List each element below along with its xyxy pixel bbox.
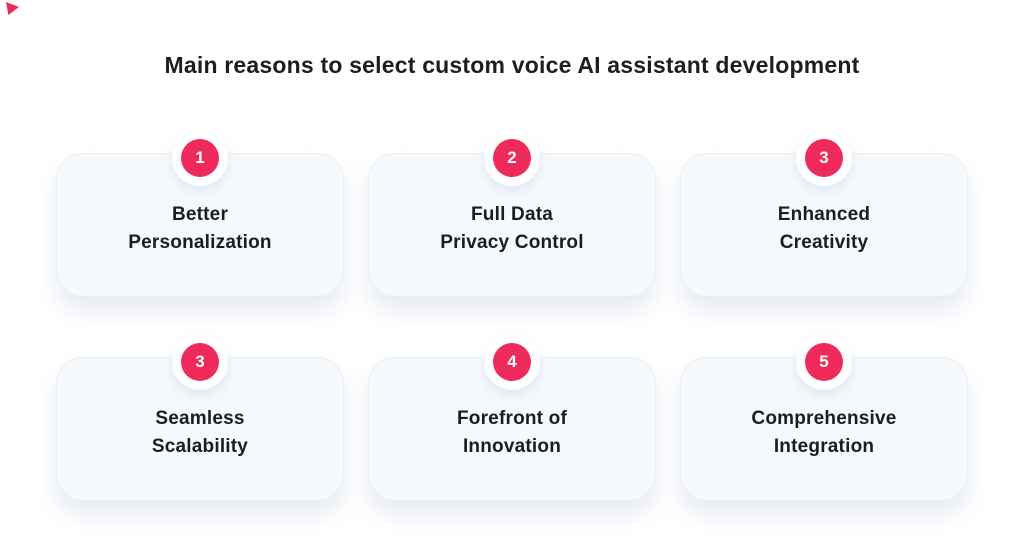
- card-label-line2: Creativity: [779, 232, 869, 253]
- card-label-line1: Enhanced: [777, 204, 871, 225]
- card-full-data-privacy-control: 2 Full Data Privacy Control: [368, 130, 656, 297]
- reasons-grid: 1 Better Personalization 2 Full Data Pri…: [56, 130, 968, 501]
- card-comprehensive-integration: 5 Comprehensive Integration: [680, 334, 968, 501]
- card-label-line2: Scalability: [151, 436, 249, 457]
- card-label-line1: Seamless: [155, 408, 245, 429]
- card-label: Full Data Privacy Control: [440, 193, 583, 257]
- number-badge: 5: [805, 343, 843, 381]
- card-label: Comprehensive Integration: [751, 397, 896, 461]
- card-label-line1: Better: [171, 204, 229, 225]
- card-label-line1: Comprehensive: [751, 408, 897, 429]
- card-label-line2: Innovation: [462, 436, 562, 457]
- page-title: Main reasons to select custom voice AI a…: [164, 52, 860, 78]
- card-seamless-scalability: 3 Seamless Scalability: [56, 334, 344, 501]
- number-badge: 2: [493, 139, 531, 177]
- number-badge: 3: [181, 343, 219, 381]
- card-label-line2: Personalization: [128, 232, 272, 253]
- card-label: Enhanced Creativity: [778, 193, 870, 257]
- card-label-line1: Full Data: [470, 204, 554, 225]
- number-badge: 1: [181, 139, 219, 177]
- card-label-line2: Privacy Control: [440, 232, 584, 253]
- card-label: Forefront of Innovation: [457, 397, 567, 461]
- number-badge: 3: [805, 139, 843, 177]
- card-enhanced-creativity: 3 Enhanced Creativity: [680, 130, 968, 297]
- card-label-line2: Integration: [773, 436, 875, 457]
- number-badge: 4: [493, 343, 531, 381]
- card-label-line1: Forefront of: [456, 408, 568, 429]
- card-better-personalization: 1 Better Personalization: [56, 130, 344, 297]
- corner-triangle-decoration: [6, 2, 19, 15]
- card-forefront-of-innovation: 4 Forefront of Innovation: [368, 334, 656, 501]
- card-label: Seamless Scalability: [152, 397, 248, 461]
- card-label: Better Personalization: [128, 193, 271, 257]
